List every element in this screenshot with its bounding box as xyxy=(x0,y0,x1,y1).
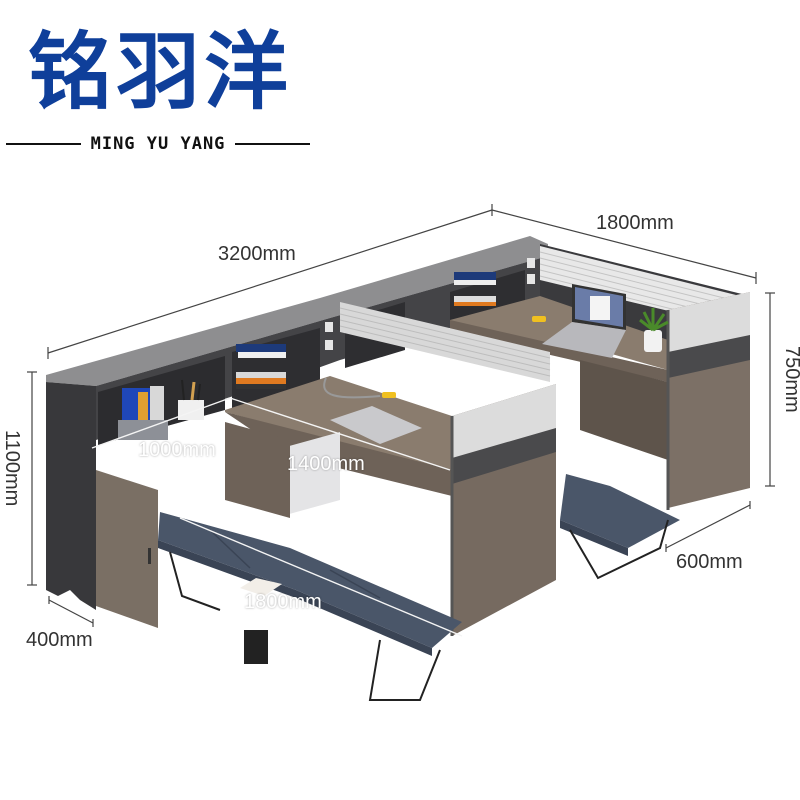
printer xyxy=(282,432,340,516)
desk-edge-right xyxy=(450,320,668,382)
folding-bed-left-frame xyxy=(169,551,441,701)
magazine xyxy=(240,578,282,596)
folding-bed-left xyxy=(158,512,462,648)
laptop-closed xyxy=(330,406,422,444)
end-panel-band-right xyxy=(668,335,750,378)
dimension-cabinet-height: 1100mm xyxy=(1,430,23,507)
potted-plant xyxy=(639,308,669,352)
books-stack-1 xyxy=(236,344,286,389)
power-outlet-3 xyxy=(527,258,535,268)
partition-glass-stripes-left xyxy=(339,307,551,377)
dimension-desk-depth: 600mm xyxy=(676,551,743,573)
brand-logo-en: MING YU YANG xyxy=(90,134,226,154)
folding-bed-left-edge xyxy=(158,540,432,656)
logo-divider-right xyxy=(235,143,311,145)
dimension-depth-right: 1800mm xyxy=(596,212,674,234)
folding-bed-right xyxy=(560,474,680,548)
inner-dimension-lines xyxy=(91,397,463,637)
laptop xyxy=(542,284,626,358)
folding-bed-right-edge xyxy=(560,520,628,556)
phone-charging-right xyxy=(532,316,546,322)
power-outlet-4 xyxy=(527,274,535,284)
dimension-bed-length: 1800mm xyxy=(244,591,322,613)
cabinet-door-left xyxy=(96,470,158,628)
brand-logo-cn: 铭羽洋 xyxy=(28,22,293,121)
dimension-shelf-width: 1000mm xyxy=(138,439,216,461)
end-panel-glass-left xyxy=(452,384,556,470)
door-handle xyxy=(148,548,151,564)
power-outlet-1 xyxy=(325,322,333,332)
cabinet-door-mid xyxy=(225,422,290,518)
logo-divider-left xyxy=(6,143,81,145)
phone-charging-left xyxy=(382,392,396,398)
cabinet-side xyxy=(46,382,96,610)
folding-bed-right-frame xyxy=(569,519,669,580)
file-holder xyxy=(118,386,168,440)
power-outlet-2 xyxy=(325,340,333,350)
dimension-cabinet-depth: 400mm xyxy=(26,629,93,651)
end-panel-band-left xyxy=(452,428,556,484)
books-stack-2 xyxy=(454,272,496,306)
charging-cable xyxy=(323,377,381,399)
dimension-total-length: 3200mm xyxy=(218,243,296,265)
dimension-lines xyxy=(27,204,775,627)
dimension-desk-height: 750mm xyxy=(781,346,800,413)
bed-leg-box xyxy=(244,630,268,664)
brand-logo-en-row: MING YU YANG xyxy=(6,132,311,156)
dimension-desk-width: 1400mm xyxy=(287,453,365,475)
partition-glass-left xyxy=(340,302,550,382)
cabinet-top xyxy=(46,236,548,386)
desk-modesty-right xyxy=(580,360,668,460)
